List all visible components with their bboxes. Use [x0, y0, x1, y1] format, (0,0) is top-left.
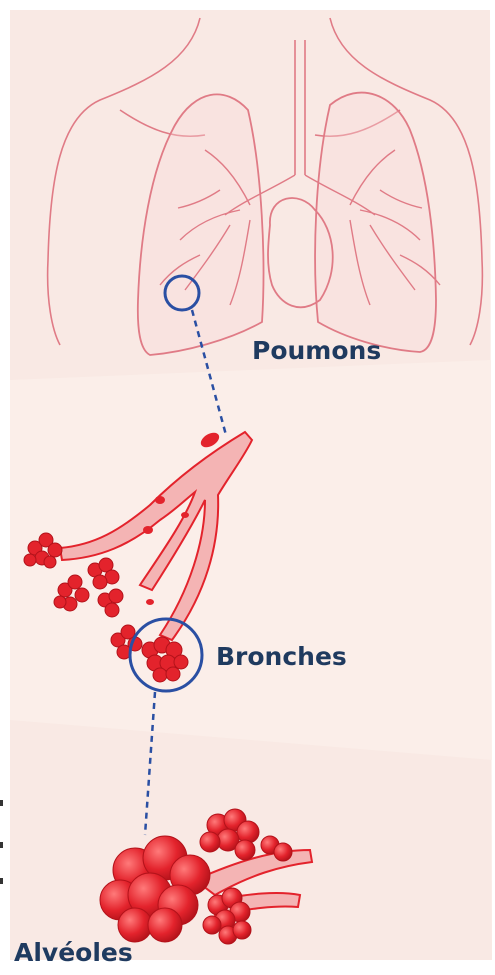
label-poumons: Poumons: [252, 336, 381, 365]
label-bronches: Bronches: [216, 642, 347, 671]
label-alveoles: Alvéoles: [14, 938, 133, 967]
paper-wash-light: [10, 360, 492, 760]
